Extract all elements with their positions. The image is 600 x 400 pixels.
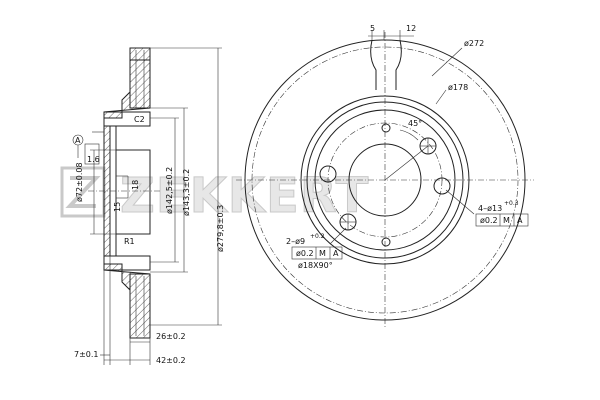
label-inner-178: ø178: [448, 83, 468, 92]
label-holes-2-tol: +0.2: [310, 233, 325, 240]
section-bottom-outer-ring: [103, 263, 151, 339]
label-datum-a: A: [75, 136, 81, 145]
label-holes-2: 2–ø9: [286, 237, 305, 246]
label-diameter-142: ø142,5±0.2: [165, 167, 174, 214]
locating-hole-2: [381, 237, 391, 247]
label-width-26: 26±0.2: [156, 332, 186, 341]
label-holes-4: 4–ø13: [478, 204, 502, 213]
brand-text: ZEKKERT: [120, 168, 369, 224]
leader-178: [435, 89, 447, 105]
label-fcf-4-c: A: [517, 216, 523, 225]
label-fcf-2-c: A: [333, 249, 339, 258]
front-view-labels: 5 12 ø272 ø178 45° 4–ø13 +0.3 ø0.2 M A 2…: [286, 24, 523, 270]
label-fcf-2-b: M: [319, 249, 326, 258]
side-section-view: [72, 47, 222, 365]
fcf-frame-2: [291, 246, 343, 260]
label-holes-4-tol: +0.3: [504, 200, 519, 207]
bolt-hole-3: [433, 177, 451, 195]
label-fcf-2-a: ø0.2: [296, 249, 314, 258]
angle-ray: [384, 145, 429, 181]
leader-holes-4: [445, 189, 475, 215]
outer-pcd-circle: [251, 46, 519, 314]
label-angle: 45°: [408, 119, 422, 128]
hub-bottom-flange: [103, 255, 151, 271]
label-diameter-143: ø143,3±0.2: [182, 169, 191, 216]
surface-finish-box: [84, 143, 100, 165]
label-top-5: 5: [370, 24, 375, 33]
side-view-labels: ø279,8±0.3 ø143,3±0.2 ø142,5±0.2 ø72±0.0…: [74, 115, 225, 365]
locating-hole-1: [381, 123, 391, 133]
label-offset-7: 7±0.1: [74, 350, 99, 359]
bolt-hole-4: [319, 165, 337, 183]
section-top-ring-outline: [129, 47, 151, 109]
label-diameter-279: ø279,8±0.3: [216, 205, 225, 252]
vent-slot-cutout: [370, 39, 402, 90]
brand-watermark: ZEKKERT: [60, 166, 369, 225]
angle-arc: [399, 129, 419, 141]
section-bottom-ring-outline: [129, 273, 151, 339]
leader-272: [431, 47, 463, 77]
fcf-frame-4: [475, 213, 529, 227]
label-fcf-4-a: ø0.2: [480, 216, 498, 225]
hub-top-flange: [103, 111, 151, 127]
label-top-12: 12: [406, 24, 416, 33]
label-radius: R1: [124, 237, 135, 246]
label-chamfer: C2: [134, 115, 145, 124]
logo-z-mark: [65, 176, 101, 208]
label-tolerance-16: 1.6: [87, 155, 100, 164]
label-diameter-72: ø72±0.08: [75, 162, 84, 202]
label-outer-272: ø272: [464, 39, 484, 48]
leader-holes-2: [329, 227, 347, 245]
label-dim-18: 18: [131, 180, 140, 190]
front-view: [236, 30, 534, 328]
label-cbore: ø18X90°: [298, 261, 333, 270]
label-width-42: 42±0.2: [156, 356, 186, 365]
label-fcf-4-b: M: [503, 216, 510, 225]
label-dim-15: 15: [113, 202, 122, 212]
